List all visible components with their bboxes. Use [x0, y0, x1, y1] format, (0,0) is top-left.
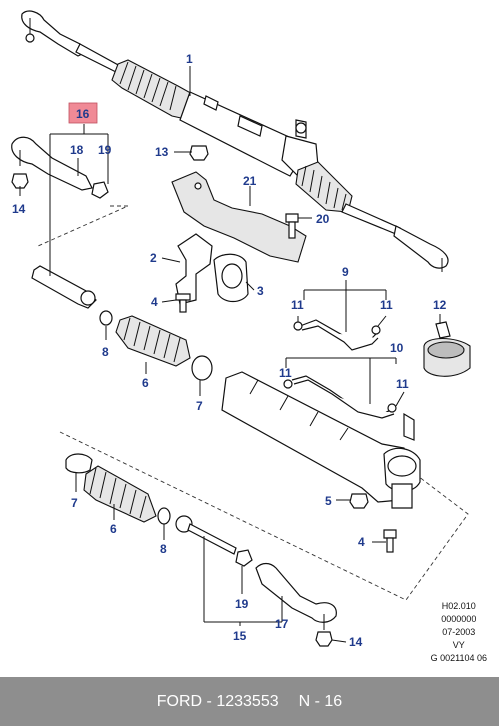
steering-rack-assembly-top [21, 10, 449, 272]
callout-18: 18 [70, 143, 84, 157]
callout-9: 9 [342, 265, 349, 279]
left-side-exploded-parts [11, 136, 213, 381]
callout-10: 10 [390, 341, 404, 355]
part-number-footer: FORD - 1233553 N - 16 [0, 677, 499, 726]
callout-4-upper: 4 [151, 295, 158, 309]
callout-3: 3 [257, 284, 264, 298]
callout-12: 12 [433, 298, 447, 312]
callout-labels: 1 2 3 4 4 5 6 6 7 7 8 8 9 10 11 11 11 11… [12, 52, 447, 649]
leader-lines [19, 66, 441, 643]
callout-20: 20 [316, 212, 330, 226]
callout-2: 2 [150, 251, 157, 265]
callout-1: 1 [186, 52, 193, 66]
callout-19-upper: 19 [98, 143, 112, 157]
callout-11-b: 11 [380, 298, 393, 312]
highlight-16-box [68, 102, 98, 124]
callout-7-lower: 7 [71, 496, 78, 510]
meta-line-4: VY [452, 640, 465, 650]
lower-exploded-parts [65, 453, 337, 647]
callout-7-upper: 7 [196, 399, 203, 413]
callout-6-lower: 6 [110, 522, 117, 536]
callout-5: 5 [325, 494, 332, 508]
callout-17: 17 [275, 617, 289, 631]
steering-rack-exploded-diagram: 1 2 3 4 4 5 6 6 7 7 8 8 9 10 11 11 11 11… [11, 10, 471, 649]
callout-14-lower: 14 [349, 635, 363, 649]
meta-line-5: G 0021104 06 [430, 653, 487, 663]
meta-line-3: 07-2003 [442, 627, 476, 637]
footer-brand-part: FORD - 1233553 [156, 692, 279, 710]
callout-11-a: 11 [291, 298, 304, 312]
callout-11-d: 11 [396, 377, 409, 391]
drawing-metadata: H02.010 0000000 07-2003 VY G 0021104 06 [431, 600, 487, 665]
callout-4-lower: 4 [358, 535, 365, 549]
callout-16: 16 [76, 107, 90, 121]
meta-line-2: 0000000 [441, 614, 477, 624]
callout-19-lower: 19 [235, 597, 249, 611]
exploded-lower-rack [37, 205, 471, 601]
footer-reference: N - 16 [298, 692, 343, 710]
callout-14-upper: 14 [12, 202, 26, 216]
callout-15: 15 [233, 629, 247, 643]
callout-6-upper: 6 [142, 376, 149, 390]
callout-13: 13 [155, 145, 169, 159]
callout-11-c: 11 [279, 366, 292, 380]
callout-8-upper: 8 [102, 345, 109, 359]
meta-line-1: H02.010 [441, 601, 476, 611]
callout-8-lower: 8 [160, 542, 167, 556]
rack-mounting-parts [171, 145, 307, 313]
callout-21: 21 [243, 174, 257, 188]
